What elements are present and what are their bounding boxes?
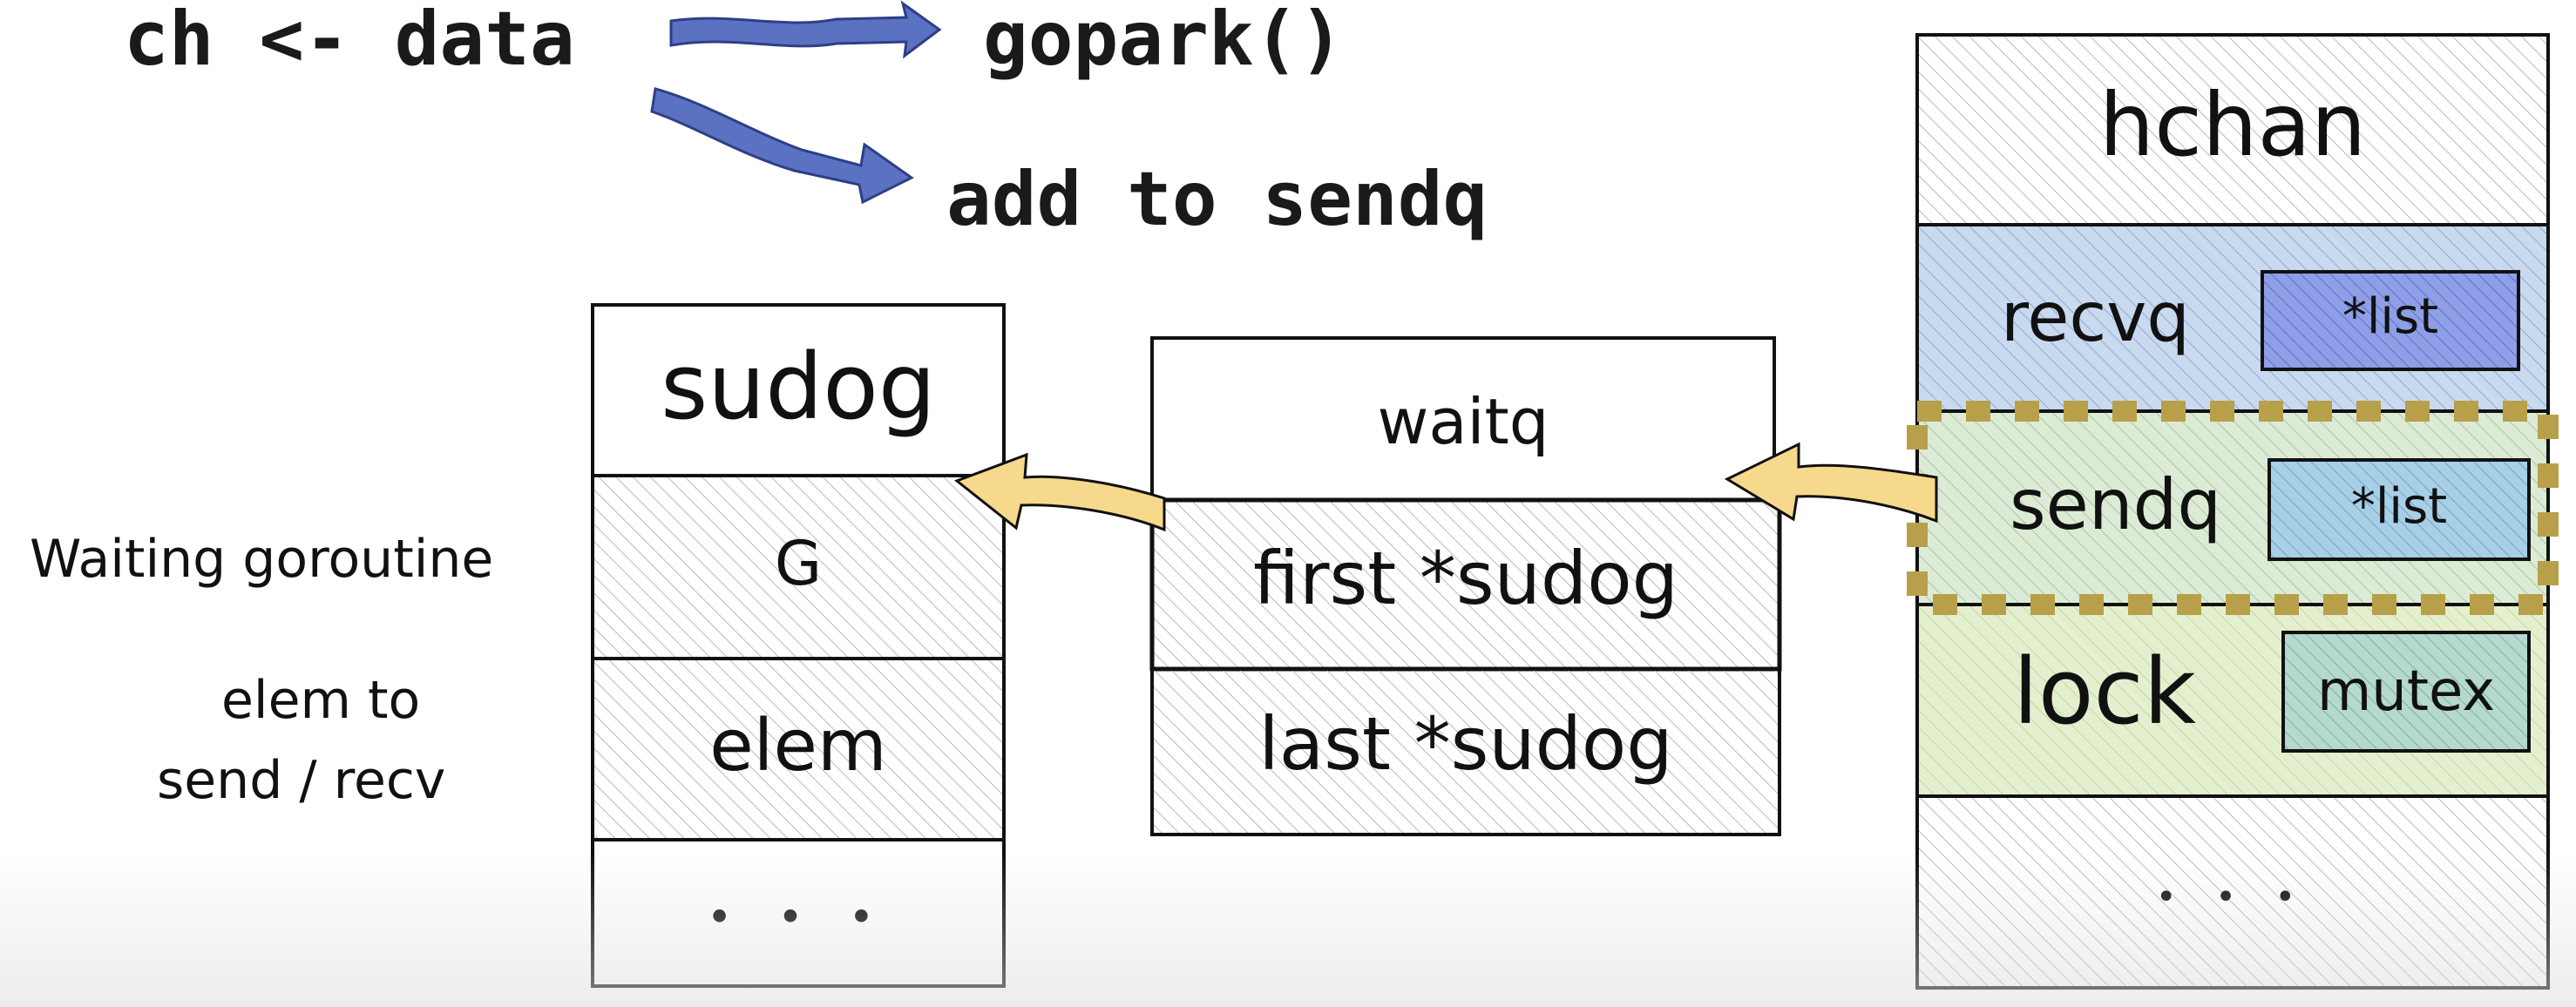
elem-label-line2: send / recv <box>157 750 446 811</box>
sendq-type: *list <box>2350 478 2448 535</box>
recvq-type-chip <box>2261 270 2520 371</box>
waitq-last-field: last *sudog <box>1258 701 1673 787</box>
gopark-arrow <box>669 0 942 59</box>
sudog-title: sudog <box>661 334 936 440</box>
waitq-box <box>1149 336 1782 836</box>
sudog-elem-field: elem <box>709 705 887 787</box>
send-statement: ch <- data <box>124 0 575 83</box>
hchan-box <box>1915 33 2550 990</box>
sudog-more-fields: • • • <box>706 892 891 943</box>
lock-type-chip <box>2281 631 2531 753</box>
hchan-title: hchan <box>2098 74 2367 176</box>
recvq-type: *list <box>2342 288 2439 345</box>
waitq-title: waitq <box>1377 385 1549 458</box>
waitq-to-sudog-arrow <box>953 452 1166 532</box>
sendq-highlight <box>1907 401 2559 615</box>
waitq-first-field: first *sudog <box>1253 536 1678 621</box>
sudog-g-field: G <box>774 528 823 599</box>
hchan-more-fields: • • • <box>2155 877 2310 917</box>
gopark-call: gopark() <box>983 0 1345 83</box>
waiting-goroutine-label: Waiting goroutine <box>30 529 494 590</box>
add-to-sendq-text: add to sendq <box>946 156 1488 243</box>
sendq-label: sendq <box>2010 464 2222 545</box>
recvq-label: recvq <box>2001 279 2190 357</box>
sendq-type-chip <box>2268 458 2531 561</box>
elem-label-line1: elem to <box>221 670 421 731</box>
lock-type: mutex <box>2316 659 2496 724</box>
sendq-to-waitq-arrow <box>1724 442 1938 524</box>
lock-label: lock <box>2013 639 2196 745</box>
add-to-sendq-arrow <box>650 87 914 205</box>
